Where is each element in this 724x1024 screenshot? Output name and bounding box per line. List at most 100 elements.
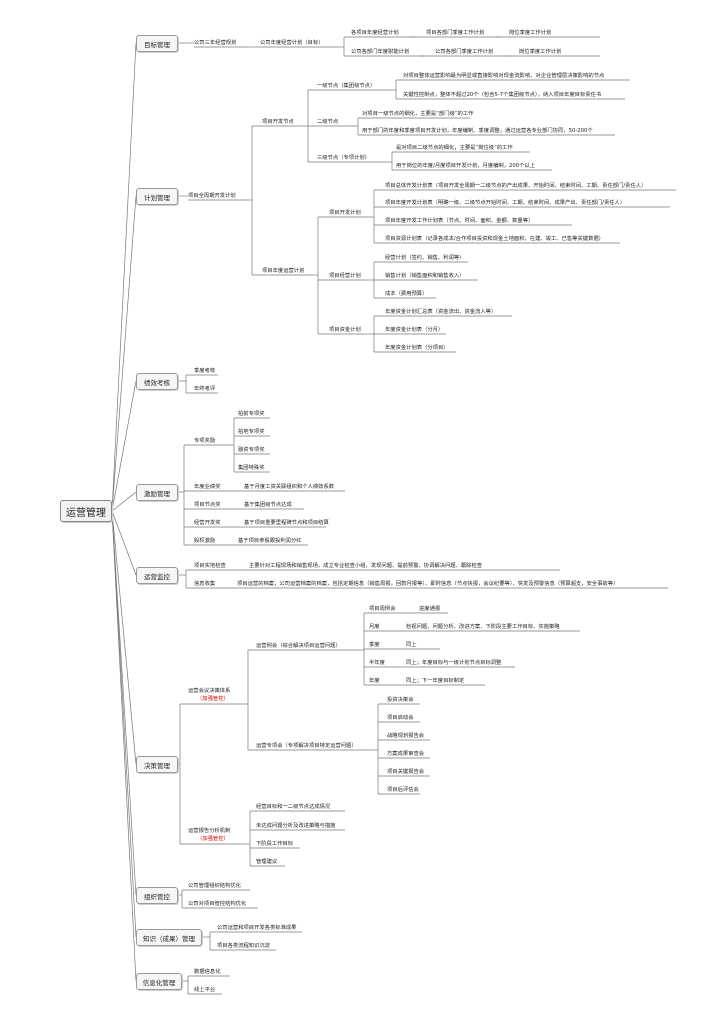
- node-ops-meeting: 运营例会（综合解决项目运营问题）: [256, 643, 341, 649]
- node-special-3: 战略规划报告会: [387, 733, 425, 739]
- note-weekly-meeting: 进度通报: [419, 606, 441, 612]
- connector-line: [111, 380, 137, 512]
- node-meeting-system: 运营会议决策体系: [188, 688, 231, 694]
- node-org-opt-1: 公司管理组织结构优化: [188, 883, 241, 889]
- note-dev-award: 基于项目重要里程碑节点和项目结算: [244, 520, 329, 526]
- node-org-opt-2: 公司对项目管控结构优化: [188, 901, 247, 907]
- node-site-inspection: 项目实地检查: [194, 563, 226, 569]
- node-yearly: 年度: [369, 678, 380, 684]
- node-special-2: 项目启动会: [387, 715, 414, 721]
- node-annual-plan: 公司年度经营计划（目标）: [260, 40, 324, 46]
- node-dev-award: 经营开发奖: [194, 520, 221, 526]
- note-quarterly: 同上: [406, 642, 417, 648]
- node-data-info: 数据信息化: [194, 969, 221, 975]
- connector-line: [111, 510, 137, 896]
- node-dev-plan-4: 项目资源计划表（记录各成本/合作项目投资和现金土地面积、在建、竣工、已售等关键数…: [385, 236, 604, 242]
- node-award-4: 集团特殊奖: [238, 465, 265, 471]
- node-post-quarter-2: 岗位季度工作计划: [519, 49, 562, 55]
- node-monthly: 月度: [369, 624, 380, 630]
- node-special-5: 项目关键报告会: [387, 769, 425, 775]
- node-report-1: 经营目标和一二级节点达成情况: [256, 804, 331, 810]
- node-project-annual-plan: 各项目年度经营计划: [351, 30, 399, 36]
- node-full-cycle-plan: 项目全周期开发计划: [188, 193, 236, 199]
- branch-decision: 决策管理: [136, 756, 178, 773]
- node-online-platform: 线上平台: [194, 987, 216, 993]
- connector-line: [111, 195, 137, 512]
- connector-line: [111, 510, 137, 982]
- node-special-4: 方案成果审查会: [387, 751, 425, 757]
- node-fund-plan: 项目资金计划: [329, 327, 361, 333]
- connector-line: [111, 510, 137, 576]
- note-annual-perf-award: 基于月度工资关联组织和个人绩效系数: [244, 484, 335, 490]
- note-yearly: 同上；下一年度目标制定: [406, 678, 465, 684]
- node-meeting-system-sub: （加强管控）: [197, 696, 229, 702]
- node-biz-plan-2: 销售计划（销售面积和销售收入）: [385, 273, 465, 279]
- node-project-dev-plan: 项目开发计划: [329, 210, 361, 216]
- node-biz-plan-3: 成本（费用预算）: [385, 291, 428, 297]
- branch-knowledge: 知识（成果）管理: [136, 929, 202, 946]
- node-fund-plan-3: 年度资金计划表（分项目）: [385, 345, 449, 351]
- branch-incentive: 激励管理: [136, 484, 178, 501]
- node-level2-desc1: 对项目一级节点的细化，主要是“部门级”的工作: [362, 111, 474, 117]
- node-report-4: 管理建议: [256, 859, 278, 865]
- node-knowledge-2: 项目各类流程知识沉淀: [217, 943, 270, 949]
- node-level1-desc1: 对项目整体运营影响最为明显或直接影响对现金流影响、对企业管理层决策影响的节点: [403, 73, 605, 79]
- connector-line: [111, 42, 137, 512]
- note-monthly: 检视问题、问题分析、改进方案、下阶段主要工作目标、实施策略: [406, 624, 560, 630]
- node-report-2: 未达成问题分析及改进策略与措施: [256, 823, 336, 829]
- node-report-mechanism-sub: （加强管控）: [197, 836, 229, 842]
- node-half-year: 半年度: [369, 660, 385, 666]
- branch-info: 信息化管理: [136, 973, 182, 990]
- node-fund-plan-2: 年度资金计划表（分月）: [385, 327, 444, 333]
- connector-line: [111, 510, 137, 765]
- node-level1: 一级节点（集团级节点）: [317, 83, 376, 89]
- node-equity-incentive: 股权激励: [194, 538, 216, 544]
- node-dev-plan-1: 项目总体开发计划表（项目开发全周期一二级节点的产出成果、开始时间、结束时间、工期…: [385, 183, 647, 189]
- node-quarterly: 季度: [369, 642, 380, 648]
- connector-line: [111, 491, 137, 512]
- node-award-3: 融资专项奖: [238, 447, 265, 453]
- node-report-mechanism: 运营报告分析机制: [188, 828, 231, 834]
- node-quarter-assessment: 季度考核: [194, 368, 216, 374]
- node-year-end-assessment: 年终考评: [194, 386, 216, 392]
- node-weekly-meeting: 项目周例会: [369, 606, 396, 612]
- note-equity-incentive: 基于项目参股跟投利润分红: [238, 538, 302, 544]
- note-site-inspection: 主要针对工程现场和销售现场，成立专业检查小组，发现问题、提前预警、协调解决问题、…: [249, 563, 483, 569]
- node-annual-ops-plan: 项目年度运营计划: [262, 268, 305, 274]
- root-node: 运营管理: [60, 500, 112, 522]
- node-project-dept-quarter: 项目各部门季度工作计划: [426, 30, 485, 36]
- node-level2-desc2: 用于部门的年度和季度项目开发计划，年度编制、季度调整，通过运营各专业部门协同，5…: [362, 128, 593, 134]
- node-dev-plan-3: 项目年度开发工作计划表（节点、时间、面积、金额、数量等）: [385, 218, 534, 224]
- branch-monitoring: 运营监控: [136, 567, 178, 584]
- note-info-collection: 项目运营的档案，公司运营档案的档案，包括定期信息（销售周报，回款月报等）、即时信…: [237, 581, 619, 587]
- branch-target-mgmt: 目标管理: [136, 35, 178, 52]
- node-report-3: 下阶段工作目标: [256, 841, 294, 847]
- node-fund-plan-1: 年度资金计划汇总表（资金流出、资金流入等）: [385, 309, 497, 315]
- node-special-6: 项目后评估会: [387, 787, 419, 793]
- node-special-meeting: 运营专项会（专项解决项目特定运营问题）: [256, 743, 357, 749]
- node-three-year-plan: 公司三年经营规划: [194, 40, 237, 46]
- node-milestone-award: 项目节点奖: [194, 502, 221, 508]
- node-annual-perf-award: 年度业绩奖: [194, 484, 221, 490]
- branch-plan-mgmt: 计划管理: [136, 188, 178, 205]
- branch-performance: 绩效考核: [136, 373, 178, 390]
- node-special-1: 投资决策会: [387, 697, 414, 703]
- node-knowledge-1: 公司运营和项目开发各类标准成果: [217, 925, 297, 931]
- node-award-2: 拍地专项奖: [238, 429, 265, 435]
- node-special-award: 专项奖励: [194, 438, 216, 444]
- connector-line: [111, 510, 137, 938]
- node-dept-annual: 公司各部门年度职能计划: [351, 49, 410, 55]
- node-dev-plan-2: 项目年度开发计划表（明确一级、二级节点开始时间、工期、结束时间、成果产出、责任部…: [385, 200, 626, 206]
- node-post-quarter-1: 岗位季度工作计划: [509, 30, 552, 36]
- note-milestone-award: 基于集团级节点达成: [244, 502, 292, 508]
- branch-org-control: 组织管控: [136, 887, 178, 904]
- node-level3-desc2: 用于岗位的年度/月度项目开发计划，月度编制，200个以上: [396, 163, 536, 169]
- note-half-year: 同上；年度目标与一级计划节点目标调整: [406, 660, 502, 666]
- node-info-collection: 信息收集: [194, 581, 216, 587]
- node-dev-milestones: 项目开发节点: [262, 119, 294, 125]
- node-dept-quarter: 公司各部门季度工作计划: [435, 49, 494, 55]
- node-award-1: 拍前专项奖: [238, 411, 265, 417]
- node-level1-desc2: 关键性控制点，整体不超过20个（包含5-7个集团级节点），纳入项目年度目标责任书: [403, 92, 602, 98]
